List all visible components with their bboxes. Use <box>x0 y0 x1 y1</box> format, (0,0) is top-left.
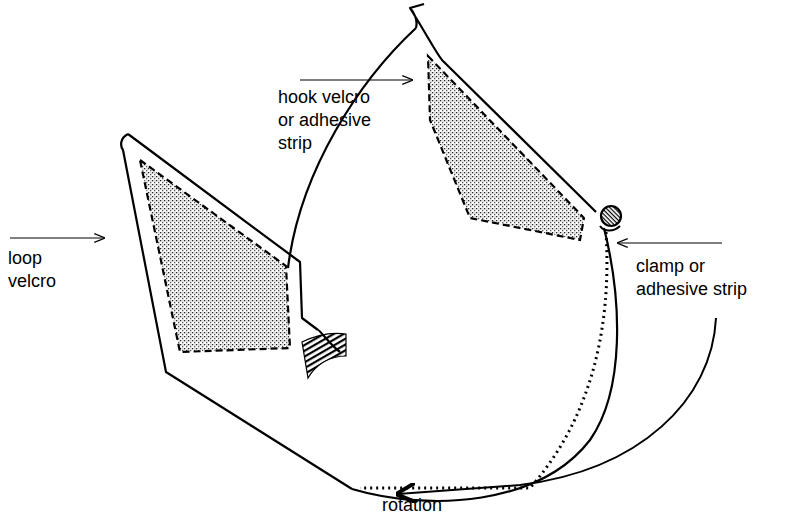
trough-front <box>352 228 617 501</box>
rotation-arrow <box>398 318 716 494</box>
clamp-base <box>600 226 620 231</box>
motion-label: rotation <box>382 494 472 517</box>
leader-arrow <box>618 242 722 243</box>
hidden-seam <box>360 232 607 488</box>
part-label: hook velcro or adhesive strip <box>278 86 374 155</box>
loop-velcro-strip <box>140 160 290 352</box>
part-label: clamp or adhesive strip <box>636 255 764 301</box>
leader-arrow <box>300 79 412 80</box>
part-label: loop velcro <box>8 247 70 293</box>
adhesive-strip <box>302 333 346 378</box>
leader-arrow <box>10 237 104 238</box>
hook-velcro-strip <box>428 56 584 240</box>
right-wall-top <box>410 4 424 8</box>
left-flange <box>121 134 352 489</box>
clamp <box>601 206 621 226</box>
